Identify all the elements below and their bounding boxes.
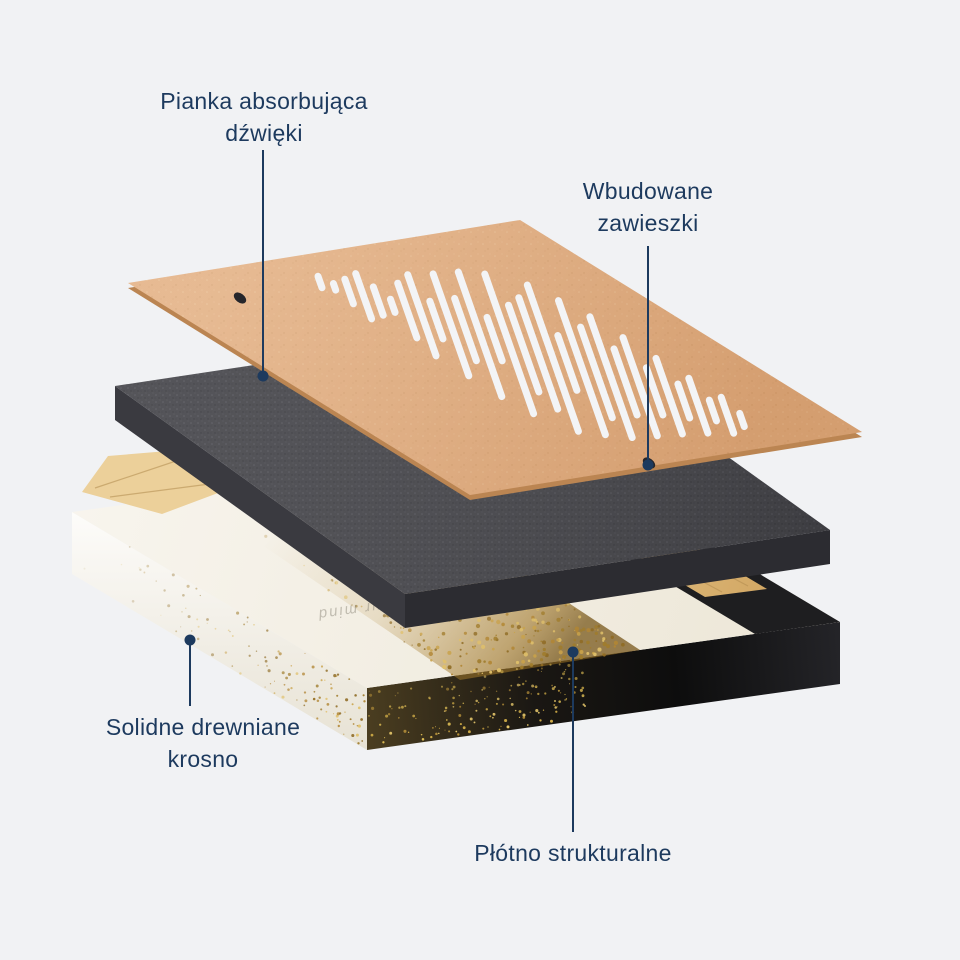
board-layer	[128, 220, 862, 500]
callout-lines	[184, 150, 654, 832]
canvas-side-speckles	[83, 545, 366, 745]
pointer-dot-frame	[184, 634, 196, 646]
waveform-slots	[314, 268, 748, 442]
pointer-dot-canvas	[567, 646, 579, 658]
label-canvas: Płótno strukturalne	[474, 840, 672, 866]
label-foam: Pianka absorbująca dźwięki	[160, 88, 368, 146]
label-hangers: Wbudowane zawieszki	[582, 178, 714, 236]
hanger-left	[233, 292, 247, 304]
canvas-front-face	[367, 622, 840, 750]
foam-left-side-face	[115, 386, 405, 628]
pointer-dot-foam	[257, 370, 269, 382]
pointer-dot-hangers	[642, 459, 654, 471]
foam-front-face	[405, 530, 830, 628]
front-glitter	[368, 659, 586, 744]
label-frame: Solidne drewniane krosno	[105, 714, 301, 772]
canvas-left-side-face	[72, 512, 367, 750]
